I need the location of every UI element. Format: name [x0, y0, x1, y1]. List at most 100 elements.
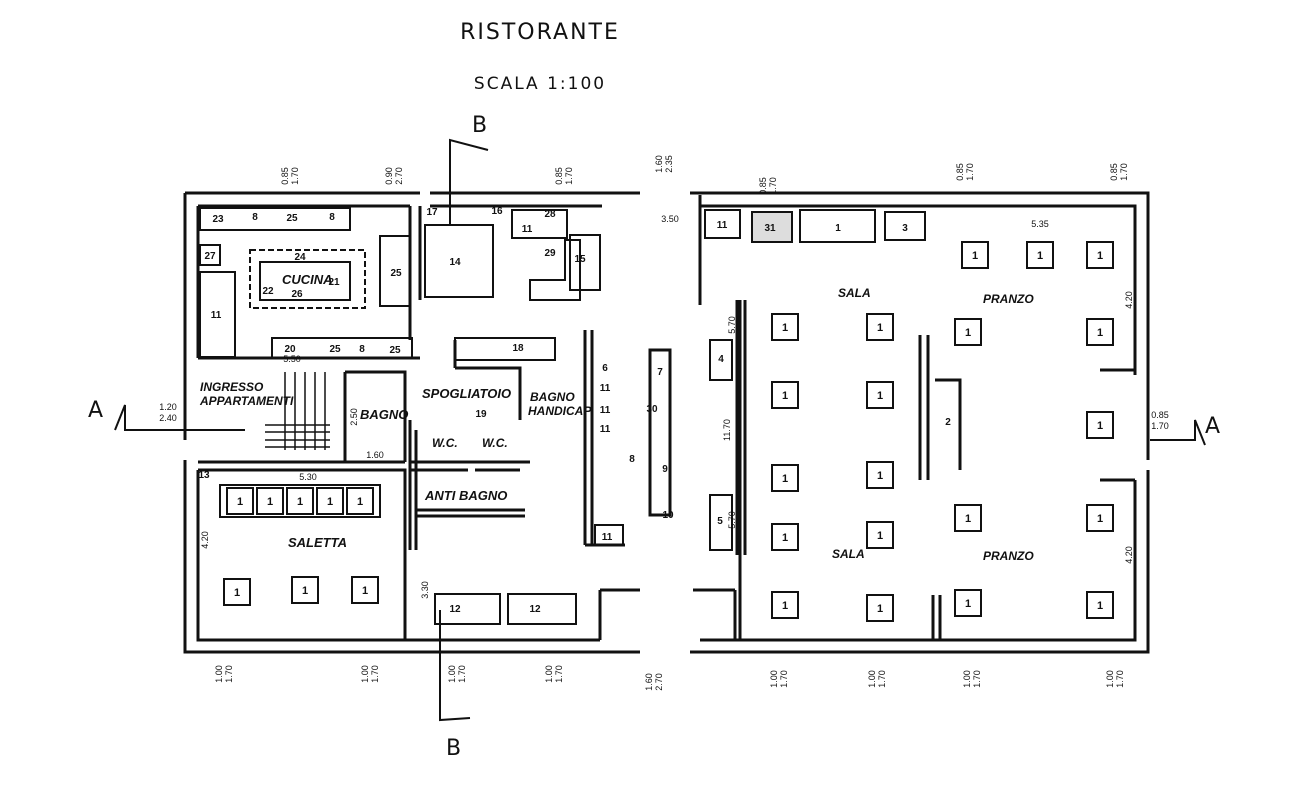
item-number-i26: 26: [291, 289, 303, 300]
dimension-label: 1.70: [1115, 670, 1125, 688]
item-number-i11b: 11: [522, 224, 533, 235]
item-number-i13: 13: [198, 470, 210, 481]
dimension-label: 1.00: [867, 670, 877, 688]
dining-table: [771, 523, 799, 551]
dimension-label: 1.70: [1119, 163, 1129, 181]
item-number-i25c: 25: [329, 344, 341, 355]
dining-table: [771, 464, 799, 492]
item-number-i27: 27: [204, 251, 216, 262]
dimension-label: 2.35: [664, 155, 674, 173]
stairs: [265, 372, 330, 450]
dining-table: [866, 381, 894, 409]
table-number: 1: [877, 390, 883, 402]
measure-label: 4.20: [1124, 291, 1134, 309]
dimension-label: 1.70: [768, 177, 778, 195]
room-label-cucina: CUCINA: [282, 272, 333, 287]
dining-table: [316, 487, 344, 515]
dimension-label: 1.00: [214, 665, 224, 683]
measure-label: 5.35: [1031, 219, 1049, 229]
table-number: 1: [965, 598, 971, 610]
dimension-label: 1.00: [360, 665, 370, 683]
item-number-i3: 3: [902, 223, 908, 234]
drawing-scale: SCALA 1:100: [473, 74, 607, 94]
measure-label: 3.30: [420, 581, 430, 599]
table-number: 1: [234, 587, 240, 599]
dining-table: [1086, 318, 1114, 346]
room-label-pranzo-top: PRANZO: [983, 292, 1034, 306]
measure-label: 5.70: [727, 511, 737, 529]
room-label-bagno-handicap-2: HANDICAP: [528, 404, 592, 418]
dimension-label: 1.20: [159, 402, 177, 412]
item-number-i29: 29: [544, 248, 556, 259]
room-label-bagno: BAGNO: [360, 407, 409, 422]
dimension-label: 1.70: [564, 167, 574, 185]
dining-table: [226, 487, 254, 515]
item-number-i8c: 8: [359, 344, 365, 355]
item-number-i6: 6: [602, 363, 608, 374]
table-number: 1: [327, 496, 333, 508]
dining-table: [866, 313, 894, 341]
section-marker-a-right: A: [1205, 414, 1221, 439]
dimension-label: 1.00: [769, 670, 779, 688]
measure-label: 3.50: [661, 214, 679, 224]
dining-table: [961, 241, 989, 269]
room-label-sala-bottom: SALA: [832, 547, 865, 561]
dimension-label: 2.40: [159, 413, 177, 423]
dining-table: [954, 504, 982, 532]
item-number-i12b: 12: [529, 604, 541, 615]
dining-table: [291, 576, 319, 604]
item-number-i25b: 25: [390, 268, 402, 279]
room-label-saletta: SALETTA: [288, 535, 347, 550]
item-number-i22: 22: [262, 286, 274, 297]
measure-label: 11.70: [722, 419, 732, 441]
item-number-i19: 19: [475, 409, 487, 420]
dimension-label: 1.70: [1151, 421, 1169, 431]
dimension-label: 0.85: [1151, 410, 1169, 420]
room-label-ingresso: INGRESSO: [200, 380, 264, 394]
item-number-i18: 18: [512, 343, 524, 354]
dimension-label: 1.00: [1105, 670, 1115, 688]
drawing-title: RISTORANTE: [460, 20, 620, 45]
measure-label: 5.50: [283, 354, 301, 364]
dining-table: [954, 318, 982, 346]
dining-table: [771, 313, 799, 341]
item-number-i11a: 11: [211, 310, 222, 321]
dining-table: [866, 521, 894, 549]
item-number-i21: 21: [328, 277, 340, 288]
dining-table: [1086, 411, 1114, 439]
dimension-label: 2.70: [654, 673, 664, 691]
dining-table: [1086, 504, 1114, 532]
dining-table: [771, 591, 799, 619]
room-label-spogliatoio: SPOGLIATOIO: [422, 386, 512, 401]
dining-table: [286, 487, 314, 515]
dining-table: [1086, 591, 1114, 619]
table-number: 1: [782, 390, 788, 402]
table-number: 1: [972, 250, 978, 262]
item-number-i20: 20: [284, 344, 296, 355]
item-number-i4: 4: [718, 354, 724, 365]
table-number: 1: [302, 585, 308, 597]
dimension-label: 1.70: [457, 665, 467, 683]
table-number: 1: [1097, 513, 1103, 525]
item-number-i24: 24: [294, 252, 306, 263]
dimension-label: 1.70: [877, 670, 887, 688]
room-label-pranzo-bottom: PRANZO: [983, 549, 1034, 563]
dimension-label: 1.70: [290, 167, 300, 185]
item-number-i25a: 25: [286, 213, 298, 224]
kitchen-fittings: [199, 207, 601, 361]
item-number-i12a: 12: [449, 604, 461, 615]
item-number-i23: 23: [212, 214, 224, 225]
item-number-i17: 17: [426, 207, 438, 218]
section-marker-b-top: B: [472, 113, 488, 138]
dining-table: [346, 487, 374, 515]
dimension-label: 1.70: [370, 665, 380, 683]
section-marker-b-bottom: B: [446, 736, 462, 761]
item-number-i11d: 11: [600, 405, 611, 416]
table-number: 1: [782, 473, 788, 485]
dimension-label: 1.00: [447, 665, 457, 683]
item-number-i8a: 8: [252, 212, 258, 223]
item-number-i8b: 8: [329, 212, 335, 223]
room-label-appartamenti: APPARTAMENTI: [200, 394, 294, 408]
measure-label: 4.20: [200, 531, 210, 549]
